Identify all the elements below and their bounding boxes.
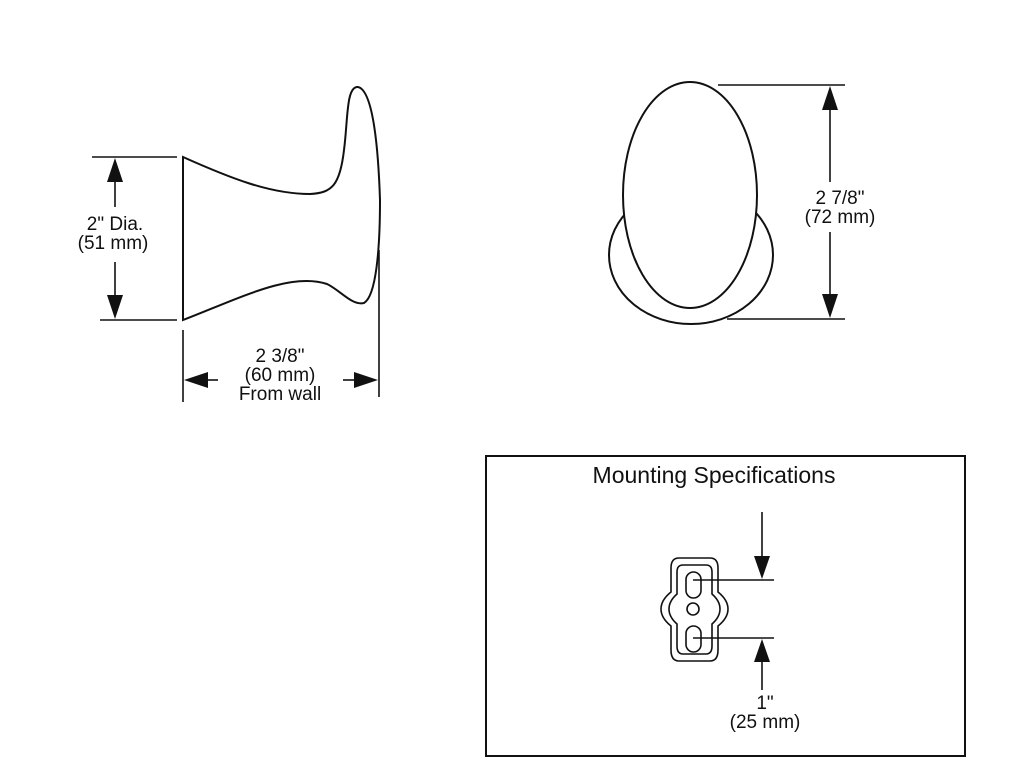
spacing-arrow-down [754, 556, 770, 579]
spacing-arrow-up [754, 639, 770, 662]
mounting-bracket-outer [660, 557, 729, 662]
knob-face-outline [622, 81, 758, 309]
center-hole [686, 602, 700, 616]
side-view: 2" Dia. (51 mm) 2 3/8" (60 mm) From wall [78, 86, 382, 405]
projection-label-imperial: 2 3/8" [255, 346, 304, 367]
spacing-label-imperial: 1" [756, 693, 773, 714]
diameter-label-metric: (51 mm) [78, 233, 149, 254]
height-arrow-down [822, 294, 838, 318]
height-arrow-up [822, 86, 838, 110]
upper-mounting-slot [685, 571, 702, 599]
height-label-metric: (72 mm) [805, 207, 876, 228]
mounting-title: Mounting Specifications [593, 462, 836, 488]
diameter-arrow-down [107, 295, 123, 319]
spacing-label-metric: (25 mm) [730, 712, 801, 733]
mounting-box [485, 455, 966, 757]
lower-mounting-slot [685, 625, 702, 653]
height-label-imperial: 2 7/8" [815, 188, 864, 209]
projection-arrow-right [354, 372, 378, 388]
mounting-specifications-panel: Mounting Specifications 1" (25 mm) [485, 455, 966, 757]
diameter-label-imperial: 2" Dia. [87, 214, 143, 235]
knob-side-profile [182, 86, 382, 322]
diameter-arrow-up [107, 158, 123, 182]
projection-label-metric: (60 mm) [245, 365, 316, 386]
mounting-bracket-inner [668, 564, 721, 655]
projection-label-note: From wall [239, 384, 321, 405]
projection-arrow-left [184, 372, 208, 388]
front-view: 2 7/8" (72 mm) [608, 81, 876, 325]
